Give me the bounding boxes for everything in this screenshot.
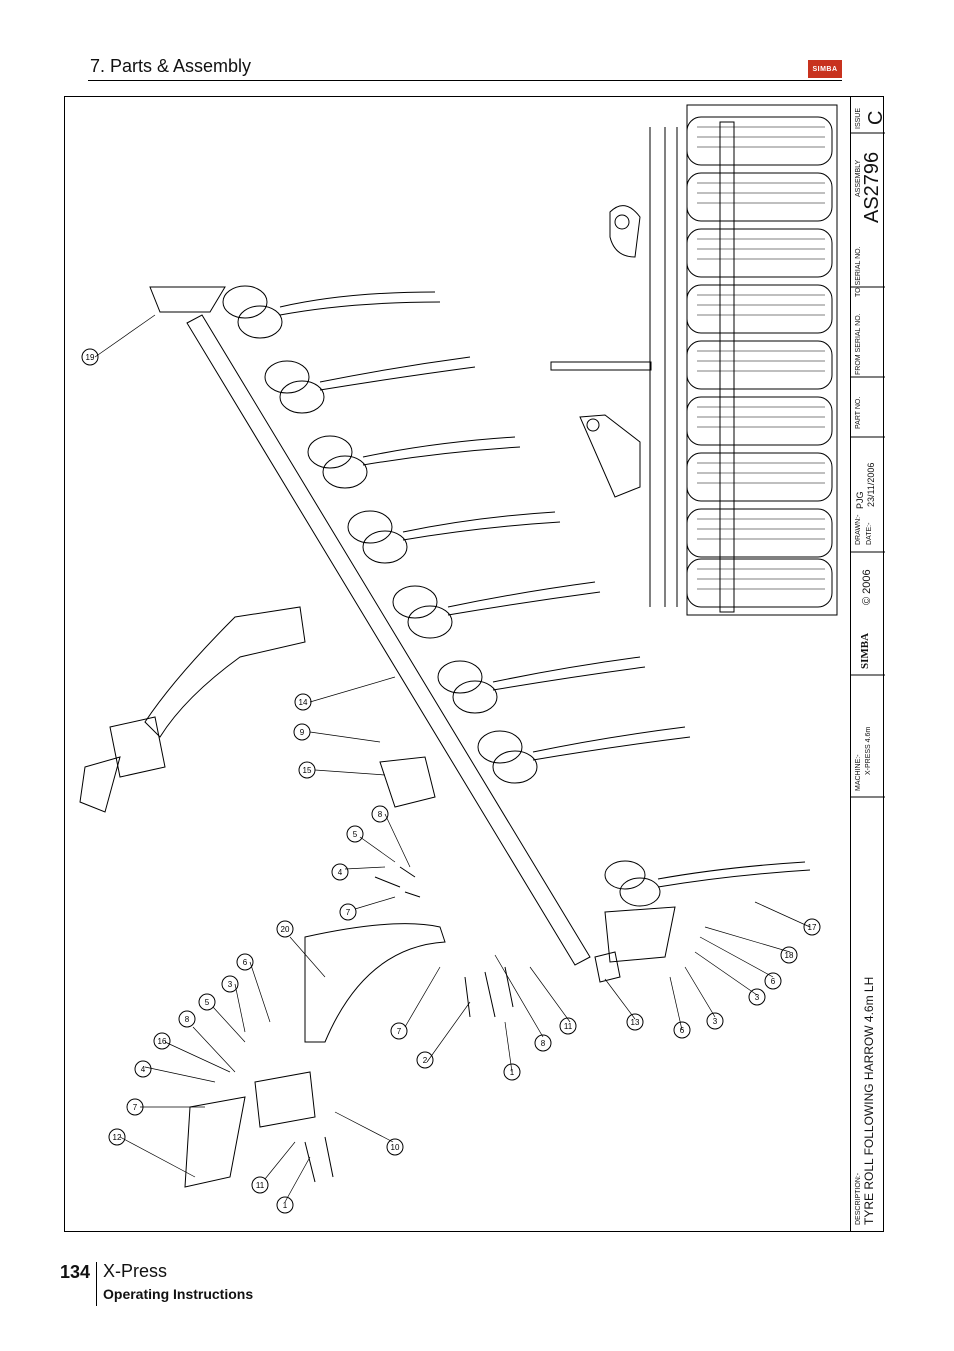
footer-divider (96, 1262, 97, 1306)
header-rule (88, 80, 842, 81)
issue-label: ISSUE (855, 107, 862, 129)
callout-label: 8 (185, 1015, 190, 1024)
exploded-parts-drawing: 19 14 9 15 8 5 4 7 20 6 3 5 8 16 4 7 12 … (79, 104, 838, 1214)
callout-label: 6 (771, 977, 776, 986)
callout-label: 3 (713, 1017, 718, 1026)
spring-tines (222, 285, 811, 907)
roll-shaft (719, 121, 735, 613)
callout-label: 2 (423, 1056, 428, 1065)
lower-tine-holder (184, 1096, 246, 1188)
lower-clamp-plate (254, 1071, 316, 1128)
from-serial-label: FROM SERIAL NO. (855, 313, 862, 375)
callout-label: 7 (346, 908, 351, 917)
tyre-segments (686, 116, 833, 608)
bolts (464, 966, 514, 1018)
callout-label: 11 (256, 1181, 265, 1190)
callout-circles (81, 348, 821, 1214)
callout-label: 14 (299, 698, 308, 707)
callout-label: 7 (397, 1027, 402, 1036)
callout-label: 18 (785, 951, 794, 960)
callout-label: 19 (86, 353, 95, 362)
tine-bracket (604, 906, 676, 963)
issue-value: C (865, 110, 887, 125)
page-number: 134 (60, 1262, 91, 1282)
callout-label: 17 (808, 923, 817, 932)
callout-label: 10 (391, 1143, 400, 1152)
callout-label: 5 (205, 998, 210, 1007)
machine-label: MACHINE:- (855, 754, 862, 791)
callout-label: 8 (378, 810, 383, 819)
machine-value: X-PRESS 4.6m (865, 726, 872, 775)
mid-bracket (579, 414, 641, 498)
description-value: TYRE ROLL FOLLOWING HARROW 4.6m LH (862, 976, 876, 1225)
drawing-frame: 19 14 9 15 8 5 4 7 20 6 3 5 8 16 4 7 12 … (64, 96, 887, 1232)
callout-label: 3 (755, 993, 760, 1002)
product-name: X-Press (103, 1261, 168, 1281)
callout-label: 8 (541, 1039, 546, 1048)
callout-label: 4 (141, 1065, 146, 1074)
fasteners (374, 866, 421, 898)
copyright: © 2006 (861, 569, 873, 605)
document-subtitle: Operating Instructions (103, 1286, 254, 1302)
callout-label: 20 (281, 925, 290, 934)
date-label: DATE:- (866, 522, 873, 545)
date-value: 23/11/2006 (866, 462, 876, 507)
simba-logo-title-block: SIMBA (859, 632, 871, 669)
drawn-label: DRAWN:- (855, 514, 862, 545)
callout-label: 6 (243, 958, 248, 967)
assembly-value: AS2796 (861, 151, 883, 223)
lower-bolts (304, 1136, 334, 1183)
title-block: ISSUE C ASSEMBLY AS2796 TO SERIAL NO. FR… (850, 97, 887, 1231)
lower-arm (304, 923, 446, 1043)
callout-label: 1 (283, 1201, 288, 1210)
mount-bracket (379, 756, 436, 808)
to-serial-label: TO SERIAL NO. (855, 246, 862, 297)
callout-label: 7 (133, 1103, 138, 1112)
drawn-value: PJG (855, 491, 865, 509)
harrow-beam (186, 314, 591, 966)
callout-label: 11 (564, 1022, 573, 1031)
callout-label: 12 (113, 1133, 122, 1142)
callout-label: 15 (303, 766, 312, 775)
part-no-label: PART NO. (855, 396, 862, 429)
upper-tine-holder (79, 756, 121, 813)
drawbar (550, 361, 652, 371)
callout-label: 4 (338, 868, 343, 877)
callout-label: 3 (228, 980, 233, 989)
title-block-dividers (851, 132, 885, 798)
tyre-roll-frame (686, 104, 838, 616)
callout-label: 5 (353, 830, 358, 839)
upper-clamp-plate (109, 716, 166, 778)
section-title: 7. Parts & Assembly (90, 56, 252, 76)
simba-logo: SIMBA (808, 60, 842, 78)
callout-label: 1 (510, 1068, 515, 1077)
callout-label: 16 (158, 1037, 167, 1046)
callout-label: 9 (300, 728, 305, 737)
leader-lines (94, 314, 811, 1203)
upper-arm (144, 606, 306, 738)
end-cap (594, 951, 621, 983)
beam-end-bracket (149, 286, 226, 313)
top-bracket (609, 205, 641, 258)
callout-label: 6 (680, 1026, 685, 1035)
description-label: DESCRIPTION:- (855, 1172, 862, 1225)
callout-label: 13 (631, 1018, 640, 1027)
